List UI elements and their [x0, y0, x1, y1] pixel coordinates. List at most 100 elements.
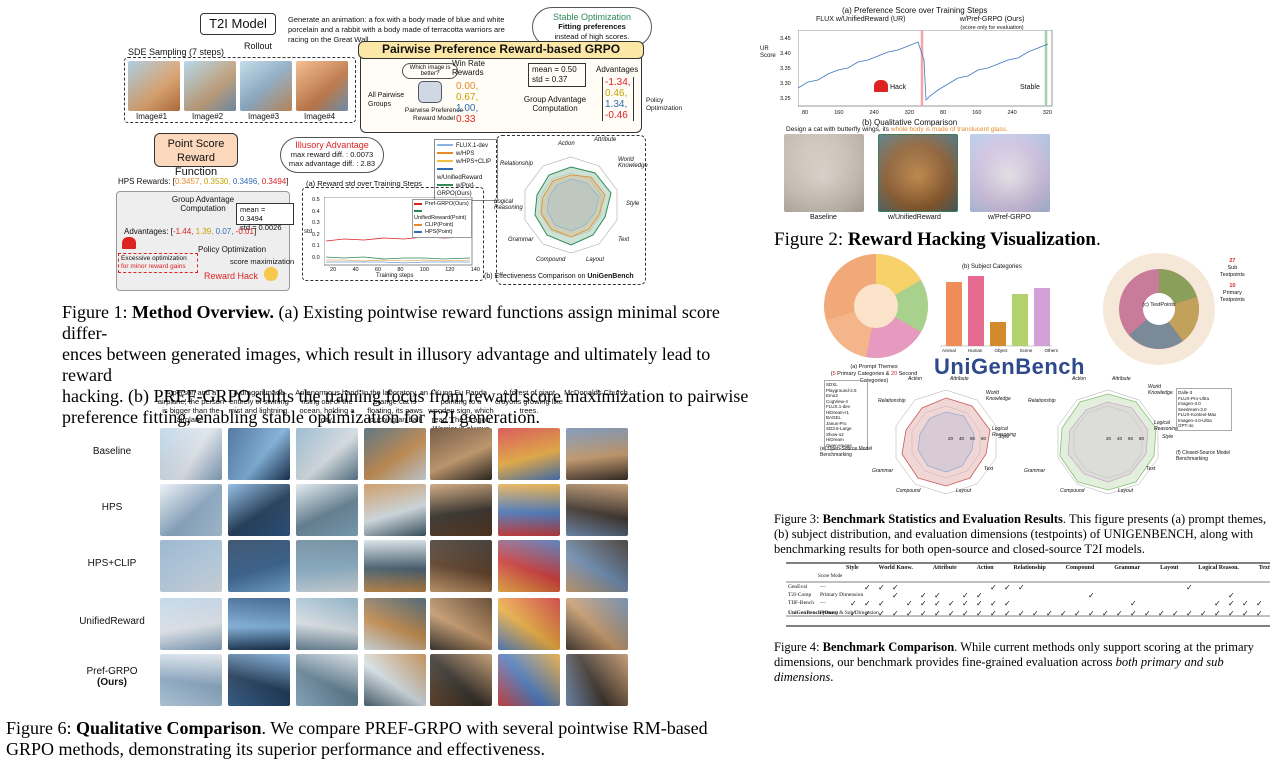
- mean-std-top-box: mean = 0.50 std = 0.37: [528, 63, 586, 87]
- rollout-label: Rollout: [244, 41, 273, 51]
- tp-primary: Primary: [1222, 290, 1242, 296]
- caption3-title: Benchmark Statistics and Evaluation Resu…: [822, 512, 1063, 526]
- unigenbench-title: UniGenBench: [934, 354, 1085, 379]
- fig4-row-name-2: T2I-Comp: [788, 592, 812, 598]
- fig6-image-r2-c7: [566, 484, 628, 536]
- image-4: [296, 61, 348, 111]
- caption4-title: Benchmark Comparison: [822, 640, 955, 654]
- fig6-image-r5-c4: [364, 654, 426, 706]
- check-icon: ✓: [976, 591, 983, 600]
- fig4-subheader: Score Mode: [818, 574, 843, 579]
- radar-legend-item-1: FLUX.1-dev: [437, 142, 495, 150]
- open-radar-axis-attribute: Attribute: [950, 376, 969, 382]
- fig6-image-r4-c6: [498, 598, 560, 650]
- line-xticks: 20 40 60 80 100 120 140: [330, 267, 480, 273]
- caption4-text1: . While current methods only support sco…: [954, 640, 1254, 654]
- check-icon: ✓: [1144, 609, 1151, 618]
- fig4-row-mode-2: Primary Dimension: [820, 592, 864, 598]
- check-icon: ✓: [1186, 583, 1193, 592]
- radar-legend-item-5: w/Pref-GRPO(Ours): [437, 182, 495, 198]
- closed-legend-7: GPT-4o: [1178, 423, 1194, 428]
- testpoints-donut: [1103, 253, 1215, 365]
- xtick-80: 80: [397, 267, 404, 273]
- image-label-1: Image#1: [136, 112, 168, 121]
- tp-testpoints-1: Testpoints: [1220, 272, 1245, 278]
- check-icon: ✓: [878, 609, 885, 618]
- advantages-bottom-line: Advantages: [-1.44, 1.39, 0.07, -0.01]: [124, 227, 257, 236]
- robot-icon: [418, 81, 442, 103]
- adv-bottom-4: -0.01: [235, 227, 254, 236]
- check-icon: ✓: [976, 599, 983, 608]
- excessive-box: Excessive optimization for minor reward …: [118, 253, 198, 273]
- closed-legend-3: Imagen-3.0: [1178, 401, 1201, 406]
- fig6-image-r2-c1: [160, 484, 222, 536]
- ppr-model-label: Pairwise Preference Reward Model: [404, 107, 464, 122]
- group-adv-bottom-label: Group Advantage Computation: [171, 195, 235, 213]
- fig4-header-8: Layout: [1160, 565, 1179, 571]
- fig6-image-r2-c3: [296, 484, 358, 536]
- closed-radar-axis-layout: Layout: [1118, 488, 1134, 494]
- check-icon: ✓: [1228, 591, 1235, 600]
- fig6-image-r2-c4: [364, 484, 426, 536]
- fig4-header-2: World Know.: [878, 565, 913, 571]
- image-label-2: Image#2: [192, 112, 224, 121]
- fig2-yticks: 3.45 3.40 3.35 3.30 3.25: [780, 32, 791, 107]
- open-legend-4: CogView-4: [826, 398, 848, 404]
- figure-3-caption: Figure 3: Benchmark Statistics and Evalu…: [774, 512, 1276, 557]
- fig2-image-baseline: [784, 134, 864, 212]
- mean-top: mean = 0.50: [532, 65, 577, 74]
- fig2-hack-label: Hack: [890, 84, 906, 91]
- open-radar-axis-style: Style: [998, 434, 1010, 440]
- line-legend-item-1: Pref-GRPO(Ours): [414, 201, 470, 208]
- fig6-row-label-5: Pref-GRPO(Ours): [72, 666, 152, 688]
- check-icon: ✓: [934, 599, 941, 608]
- prompt-themes-donut: [824, 254, 928, 358]
- fig2-xtick-6: 160: [972, 110, 982, 116]
- win-rate-label: Win Rate Rewards: [452, 59, 485, 77]
- radar1-caption-prefix: (b) Effectiveness Comparison on: [484, 273, 588, 280]
- radar1-axis-compound: Compound: [536, 257, 566, 263]
- fig2-ytick-3: 3.35: [780, 66, 791, 72]
- fig6-prompt-3: An enormous hand rising out of the ocean…: [295, 388, 359, 424]
- radar1-axis-style: Style: [626, 201, 640, 207]
- fig2-xtick-4: 320: [904, 110, 914, 116]
- open-radar-axis-compound: Compound: [896, 488, 921, 494]
- ytick-05: 0.5: [312, 197, 320, 203]
- fig6-image-r1-c1: [160, 428, 222, 480]
- radar-legend-text-3: w/HPS+CLIP: [456, 159, 492, 165]
- closed-radar-caption: (f) Closed-Source Model Benchmarking: [1176, 450, 1231, 462]
- adv-bottom-1: -1.44,: [172, 227, 194, 236]
- fig6-row-label-1: Baseline: [72, 446, 152, 457]
- prompt-text: Generate an animation: a fox with a body…: [288, 15, 518, 45]
- open-legend-10: Show-o2: [826, 431, 844, 437]
- line-chart-panel: [302, 187, 484, 281]
- sampled-images-box: [124, 57, 356, 123]
- closed-legend-1: Dalle-3: [1178, 390, 1193, 395]
- open-tick-80: 80: [981, 436, 987, 441]
- caption2-end: .: [1095, 229, 1101, 250]
- fig4-header-3: Attribute: [932, 565, 957, 571]
- fig6-image-r5-c2: [228, 654, 290, 706]
- fig6-row-label-text-2: HPS: [101, 502, 123, 513]
- win-rate-values: 0.00, 0.67, 1.00, 0.33: [456, 81, 478, 125]
- check-icon: ✓: [948, 599, 955, 608]
- point-score-box: Point Score Reward Function: [154, 133, 238, 178]
- check-icon: ✓: [934, 591, 941, 600]
- fig6-image-r1-c4: [364, 428, 426, 480]
- fig4-row-name-3: TIIF-Bench: [788, 600, 814, 606]
- closed-legend-4: Seedream-3.0: [1178, 406, 1207, 412]
- radar-legend-fig1: FLUX.1-dev w/HPS w/HPS+CLIP w/UnifiedRew…: [434, 139, 498, 201]
- hps-v2: 0.3530,: [203, 177, 231, 186]
- fig4-row-1: GenEval—✓✓✓✓✓✓✓: [786, 583, 1270, 592]
- fig6-image-r1-c5: [430, 428, 492, 480]
- open-radar-axis-text: Text: [984, 466, 994, 472]
- std-top: std = 0.37: [532, 75, 568, 84]
- fig4-header-6: Compound: [1065, 565, 1095, 571]
- check-icon: ✓: [1172, 609, 1179, 618]
- prompt-themes-caption: (a) Prompt Themes (5 Primary Categories …: [818, 364, 930, 385]
- check-icon: ✓: [1256, 599, 1263, 608]
- fig6-prompt-2: A dragon made entirely of swirling mist …: [228, 388, 290, 415]
- check-icon: ✓: [864, 583, 871, 592]
- check-icon: ✓: [1242, 609, 1249, 618]
